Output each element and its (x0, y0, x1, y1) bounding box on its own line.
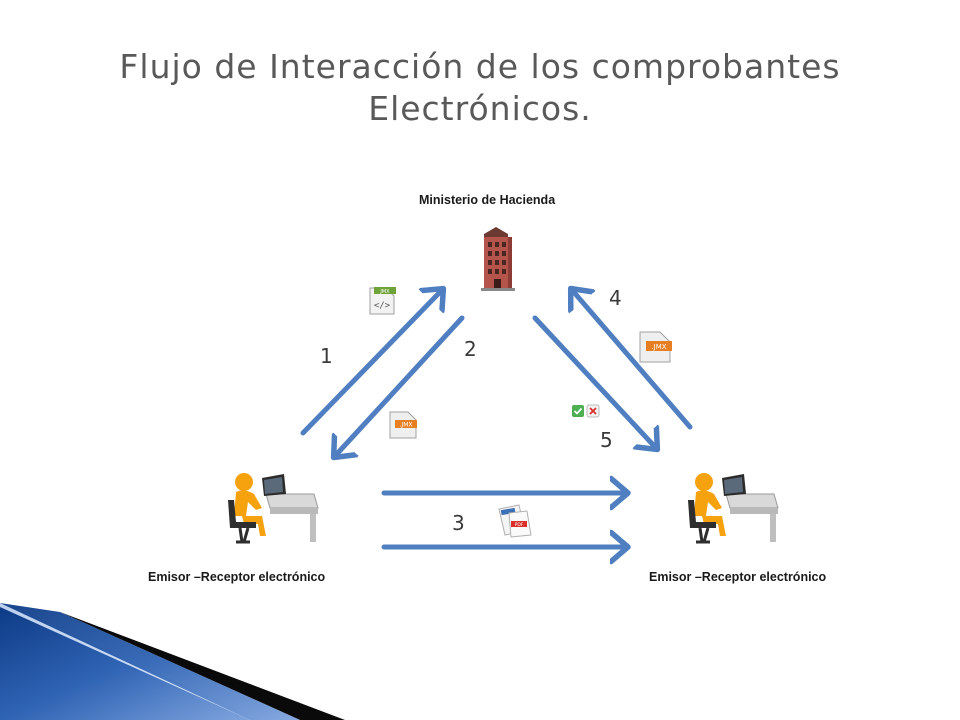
node-label-ministerio: Ministerio de Hacienda (419, 193, 556, 207)
arrow-1 (300, 290, 442, 436)
title-line-2: Electrónicos. (368, 89, 592, 128)
svg-text:.JMX: .JMX (651, 343, 666, 351)
step-4: 4 (609, 286, 622, 310)
svg-text:</>: </> (374, 301, 391, 311)
title-line-1: Flujo de Interacción de los comprobantes (119, 47, 841, 86)
step-3: 3 (452, 511, 465, 535)
arrow-2 (335, 315, 465, 456)
step-5: 5 (600, 428, 613, 452)
step-1: 1 (320, 344, 333, 368)
page-title: Flujo de Interacción de los comprobantes… (80, 46, 880, 130)
node-label-emisor-left: Emisor –Receptor electrónico (148, 570, 326, 584)
svg-text:.JMX: .JMX (400, 422, 413, 429)
svg-text:JMX: JMX (379, 289, 390, 295)
svg-text:PDF: PDF (515, 522, 524, 528)
step-2: 2 (464, 337, 477, 361)
arrow-4 (572, 290, 693, 430)
node-label-emisor-right: Emisor –Receptor electrónico (649, 570, 827, 584)
arrow-5 (532, 315, 656, 448)
